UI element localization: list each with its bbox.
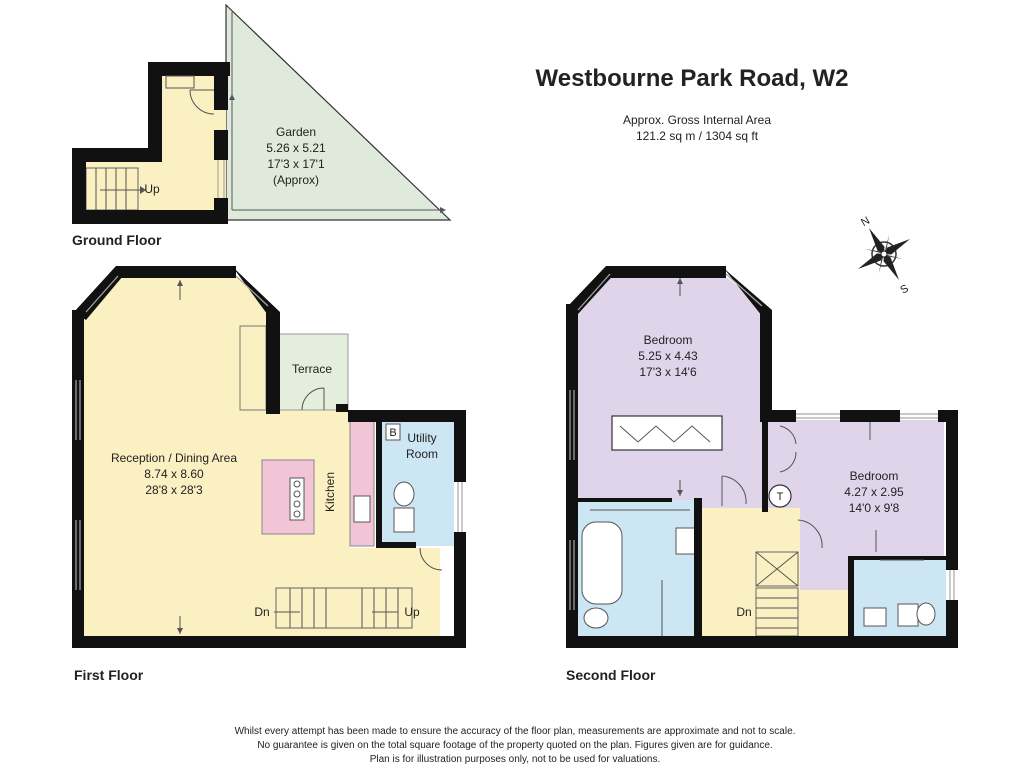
bedroom-1-imperial: 17'3 x 14'6 <box>639 365 697 379</box>
first-floor-label: First Floor <box>74 667 144 683</box>
bedroom-1-metric: 5.25 x 4.43 <box>638 349 698 363</box>
utility-name-line2: Room <box>406 447 438 461</box>
garden-metric: 5.26 x 5.21 <box>266 141 326 155</box>
ground-floor-plan: Up Garden 5.26 x 5.21 17'3 x 17'1 (Appro… <box>72 3 452 224</box>
bedroom-1-wardrobe <box>611 415 723 451</box>
second-floor-dn-label: Dn <box>736 605 751 619</box>
reception-metric: 8.74 x 8.60 <box>144 467 204 481</box>
kitchen-island <box>261 459 315 535</box>
area-label: Approx. Gross Internal Area <box>623 113 771 127</box>
first-floor-plan: Dn Up Reception / Dining Area <box>72 266 466 648</box>
compass-south-label: S <box>898 282 910 296</box>
bedroom-1-name: Bedroom <box>644 333 693 347</box>
first-floor-stairs <box>274 587 413 629</box>
reception-name: Reception / Dining Area <box>111 451 237 465</box>
page-title: Westbourne Park Road, W2 <box>536 65 849 92</box>
second-floor-stairs <box>755 551 799 637</box>
bedroom-2-metric: 4.27 x 2.95 <box>844 485 904 499</box>
reception-dining-area <box>82 272 440 640</box>
reception-imperial: 28'8 x 28'3 <box>145 483 203 497</box>
kitchen-name: Kitchen <box>323 472 337 512</box>
garden-approx: (Approx) <box>273 173 319 187</box>
first-floor-dn-label: Dn <box>254 605 269 619</box>
compass-rose-icon: N S <box>858 215 911 297</box>
garden-name: Garden <box>276 125 316 139</box>
disclaimer-line-2: No guarantee is given on the total squar… <box>257 740 772 751</box>
bedroom-2-area <box>764 420 944 590</box>
bedroom-2-imperial: 14'0 x 9'8 <box>849 501 900 515</box>
garden-area <box>225 3 452 221</box>
area-value: 121.2 sq m / 1304 sq ft <box>636 129 759 143</box>
terrace-name: Terrace <box>292 362 332 376</box>
first-floor-up-label: Up <box>404 605 420 619</box>
ground-floor-up-label: Up <box>144 182 160 196</box>
disclaimer-line-1: Whilst every attempt has been made to en… <box>235 726 796 737</box>
cupboard-area <box>800 590 850 638</box>
second-floor-label: Second Floor <box>566 667 656 683</box>
bedroom-1-area <box>576 272 768 508</box>
disclaimer-line-3: Plan is for illustration purposes only, … <box>370 754 661 765</box>
kitchen-worktop <box>349 419 375 547</box>
ground-floor-label: Ground Floor <box>72 232 162 248</box>
tank-label: T <box>777 491 784 503</box>
bedroom-2-name: Bedroom <box>850 469 899 483</box>
ground-floor-stairs <box>85 167 146 211</box>
compass-north-label: N <box>859 215 872 229</box>
garden-imperial: 17'3 x 17'1 <box>267 157 325 171</box>
boiler-label: B <box>389 427 396 439</box>
second-floor-plan: T Dn <box>566 266 958 648</box>
utility-name-line1: Utility <box>407 431 436 445</box>
